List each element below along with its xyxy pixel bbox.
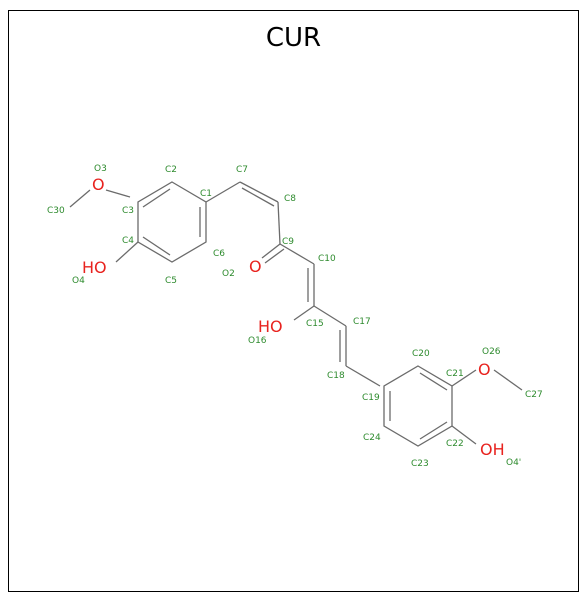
bond-c15-o16 (293, 305, 315, 321)
ring-left-inner-1 (142, 188, 171, 208)
atom-label-c8: C8 (284, 194, 296, 204)
atom-label-c5: C5 (165, 276, 177, 286)
bond-c21-o26 (451, 369, 477, 387)
heteroatom-oh-right: OH (480, 440, 505, 459)
atom-label-o26: O26 (482, 347, 501, 357)
bond-c9-o2 (261, 243, 281, 259)
bond-c8-c9 (277, 201, 281, 245)
ring-right (383, 365, 453, 447)
atom-label-c7: C7 (236, 165, 248, 175)
atom-label-o16: O16 (248, 336, 267, 346)
atom-label-c18: C18 (327, 371, 345, 381)
bond-c7-c8-double (241, 187, 275, 207)
atom-label-c9: C9 (282, 237, 294, 247)
ring-right-inner-2 (419, 372, 448, 391)
atom-label-c24: C24 (363, 433, 381, 443)
heteroatom-ho-enol: HO (258, 317, 283, 336)
atom-label-o4p: O4' (506, 458, 521, 468)
ring-right-inner-3 (419, 421, 448, 440)
atom-label-c3: C3 (122, 206, 134, 216)
ring-left-inner-2 (142, 236, 171, 256)
atom-label-c4: C4 (122, 236, 134, 246)
bond-c1-c7 (205, 181, 241, 203)
atom-label-c2: C2 (165, 165, 177, 175)
heteroatom-o-ketone: O (249, 257, 262, 276)
bond-c15-c17 (313, 305, 347, 327)
heteroatom-o3: O (92, 175, 105, 194)
atom-label-c30: C30 (47, 206, 65, 216)
atom-label-c27: C27 (525, 390, 543, 400)
atom-label-o3: O3 (94, 164, 107, 174)
molecule-panel: CUR (8, 10, 579, 592)
heteroatom-o26: O (478, 360, 491, 379)
bond-o3-c3 (105, 189, 131, 198)
bonds (69, 181, 523, 447)
bond-c18-c19 (345, 365, 381, 387)
ring-left (137, 181, 207, 263)
bond-c4-o4 (115, 241, 139, 263)
bond-c9-c10 (279, 243, 315, 265)
atom-label-c15: C15 (306, 319, 324, 329)
atom-label-c20: C20 (412, 349, 430, 359)
atom-label-c19: C19 (362, 393, 380, 403)
heteroatom-ho-left: HO (82, 258, 107, 277)
atom-label-c22: C22 (446, 439, 464, 449)
atom-label-o2: O2 (222, 269, 235, 279)
bond-c7-c8 (239, 181, 279, 203)
bond-c9-o2-double (264, 248, 285, 264)
bond-o26-c27 (493, 369, 523, 391)
atom-label-o4: O4 (72, 276, 85, 286)
atom-label-c10: C10 (318, 254, 336, 264)
atom-label-c17: C17 (353, 317, 371, 327)
atom-label-c23: C23 (411, 459, 429, 469)
atom-label-c21: C21 (446, 369, 464, 379)
bond-c22-o4p (451, 425, 477, 445)
molecule-title: CUR (265, 23, 322, 53)
atom-labels: O3 C30 C2 C7 C1 C8 C3 C4 O4 C5 C6 C9 O2 … (47, 164, 543, 469)
bond-c30-o3 (69, 189, 91, 208)
atom-label-c6: C6 (213, 249, 225, 259)
atom-label-c1: C1 (200, 189, 212, 199)
